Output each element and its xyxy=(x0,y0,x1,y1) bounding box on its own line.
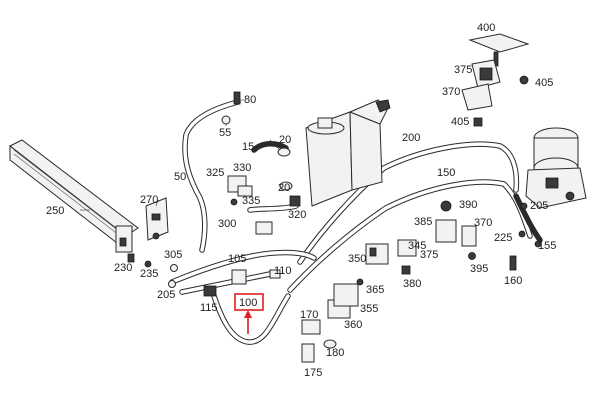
label-375-right: 375 xyxy=(420,249,438,261)
label-150: 150 xyxy=(437,167,455,179)
highlight-100 xyxy=(234,293,264,334)
label-305: 305 xyxy=(164,249,182,261)
label-235: 235 xyxy=(140,268,158,280)
label-400: 400 xyxy=(477,22,495,34)
label-180: 180 xyxy=(326,347,344,359)
oil-cooler xyxy=(9,139,139,253)
label-365: 365 xyxy=(366,284,384,296)
label-250: 250 xyxy=(46,205,64,217)
clamps-and-fittings xyxy=(127,91,542,363)
label-105: 105 xyxy=(228,253,246,265)
label-270: 270 xyxy=(140,194,158,206)
label-205-left: 205 xyxy=(157,289,175,301)
label-225: 225 xyxy=(494,232,512,244)
label-100: 100 xyxy=(239,297,257,309)
label-175: 175 xyxy=(304,367,322,379)
label-80: 80 xyxy=(244,94,256,106)
highlight-box xyxy=(234,293,264,311)
label-405: 405 xyxy=(535,77,553,89)
label-370-right: 370 xyxy=(474,217,492,229)
label-300: 300 xyxy=(218,218,236,230)
hose-lines xyxy=(169,99,543,345)
fluid-reservoir xyxy=(305,99,391,207)
part-labels: 400 375 405 370 405 80 55 15 20 200 50 3… xyxy=(46,22,556,379)
label-330: 330 xyxy=(233,162,251,174)
label-50: 50 xyxy=(174,171,186,183)
bracket-270 xyxy=(145,197,169,241)
label-230: 230 xyxy=(114,262,132,274)
label-350: 350 xyxy=(348,253,366,265)
label-170: 170 xyxy=(300,309,318,321)
label-320: 320 xyxy=(288,209,306,221)
highlight-arrow-head xyxy=(244,310,252,318)
label-355: 355 xyxy=(360,303,378,315)
label-110: 110 xyxy=(274,265,292,277)
label-115: 115 xyxy=(200,302,218,314)
bracket-400 xyxy=(461,33,530,127)
label-345: 345 xyxy=(408,240,426,252)
label-20-lower: 20 xyxy=(278,182,290,194)
label-200: 200 xyxy=(402,132,420,144)
label-325: 325 xyxy=(206,167,224,179)
leader-lines xyxy=(80,99,281,211)
label-20: 20 xyxy=(279,134,291,146)
label-335: 335 xyxy=(242,195,260,207)
label-405-lower: 405 xyxy=(451,116,469,128)
label-160: 160 xyxy=(504,275,522,287)
label-15: 15 xyxy=(242,141,254,153)
label-205: 205 xyxy=(530,200,548,212)
pump-assembly xyxy=(525,127,587,209)
label-360: 360 xyxy=(344,319,362,331)
label-395: 395 xyxy=(470,263,488,275)
label-370: 370 xyxy=(442,86,460,98)
label-380: 380 xyxy=(403,278,421,290)
label-375: 375 xyxy=(454,64,472,76)
label-390: 390 xyxy=(459,199,477,211)
label-55: 55 xyxy=(219,127,231,139)
label-385: 385 xyxy=(414,216,432,228)
label-155: 155 xyxy=(538,240,556,252)
